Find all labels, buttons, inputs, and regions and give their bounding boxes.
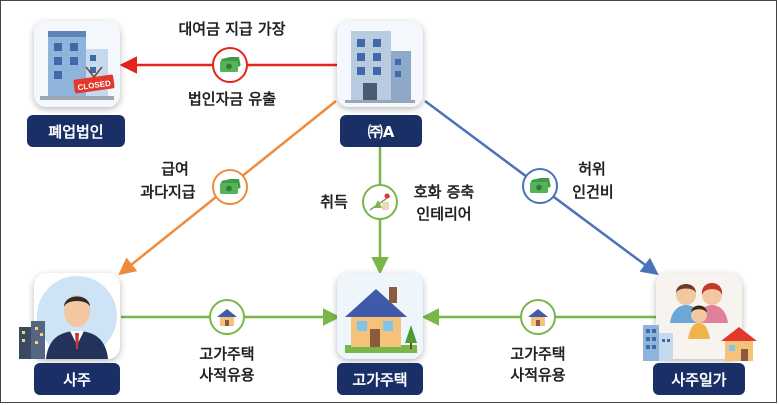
money-icon xyxy=(530,178,551,193)
money-icon xyxy=(220,179,241,194)
closed-company-label-text: 폐업법인 xyxy=(48,122,104,141)
family-label: 사주일가 xyxy=(653,363,745,395)
owner-card xyxy=(34,273,120,359)
luxury-house-card xyxy=(337,273,423,359)
owner-building-icon xyxy=(19,321,45,359)
house-icon xyxy=(337,273,423,359)
company-a-label: ㈜A xyxy=(340,115,422,147)
building-icon xyxy=(337,21,423,107)
fake-labor-line1-text: 허위 xyxy=(578,160,606,178)
owner-use-house-badge xyxy=(209,299,245,335)
salary-line2-text: 과다지급 xyxy=(140,183,196,201)
salary-line1-text: 급여 xyxy=(161,160,189,178)
closed-building-icon: CLOSED xyxy=(34,21,120,107)
family-use-line2-text: 사적유용 xyxy=(510,366,566,384)
owner-use-line1-text: 고가주택 xyxy=(199,345,255,363)
company-a-label-text: ㈜A xyxy=(367,122,395,141)
renovation-icon xyxy=(369,193,391,211)
company-a-card xyxy=(337,21,423,107)
money-icon xyxy=(220,57,241,72)
owner-label: 사주 xyxy=(34,363,120,395)
loan-top-text: 대여금 지급 가장 xyxy=(178,20,286,38)
salary-money-badge xyxy=(212,169,248,205)
house-icon xyxy=(528,309,548,326)
owner-label-text: 사주 xyxy=(63,370,91,389)
family-label-text: 사주일가 xyxy=(671,370,727,389)
closed-company-label: 폐업법인 xyxy=(27,115,125,147)
luxury-house-label-text: 고가주택 xyxy=(352,370,408,389)
family-buildings-icon xyxy=(643,325,673,361)
fake-labor-money-badge xyxy=(522,168,558,204)
acquire-text: 취득 xyxy=(320,193,348,211)
owner-use-line2-text: 사적유용 xyxy=(199,366,255,384)
fake-labor-line2-text: 인건비 xyxy=(572,183,614,201)
loan-bottom-text: 법인자금 유출 xyxy=(187,90,277,108)
renovation-line1-text: 호화 증축 xyxy=(413,183,475,201)
family-use-house-badge xyxy=(520,299,556,335)
family-house-icon xyxy=(721,327,757,361)
family-use-line1-text: 고가주택 xyxy=(510,345,566,363)
loan-money-badge xyxy=(212,47,248,83)
house-icon xyxy=(217,309,237,326)
luxury-house-label: 고가주택 xyxy=(337,363,423,395)
closed-company-card: CLOSED xyxy=(34,21,120,107)
person-icon xyxy=(37,276,117,359)
renovation-line2-text: 인테리어 xyxy=(416,205,472,223)
acquire-renovation-badge xyxy=(362,184,398,220)
